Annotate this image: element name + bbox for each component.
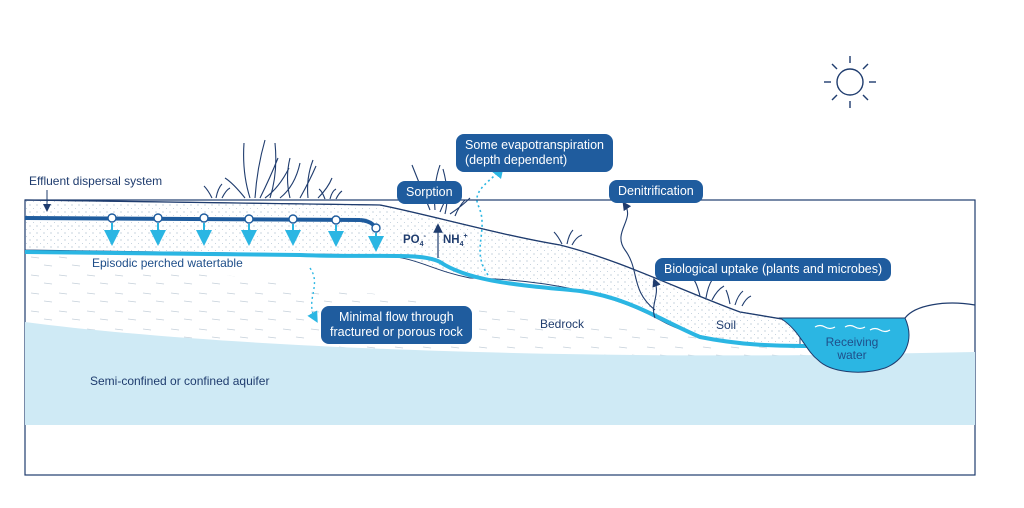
soil-label: Soil: [716, 318, 737, 332]
phosphate-label: PO4-: [403, 233, 426, 249]
emitters: [107, 213, 381, 233]
effluent-dispersal-label: Effluent dispersal system: [29, 174, 163, 188]
denitrification-callout: Denitrification: [609, 180, 703, 203]
biological-uptake-callout: Biological uptake (plants and microbes): [655, 258, 892, 281]
receiving-water-basin: [778, 317, 910, 373]
aquifer-layer: [25, 322, 975, 425]
ammonium-label: NH4+: [443, 233, 468, 249]
receiving-water-line2: water: [837, 348, 867, 362]
sun-icon: [824, 56, 876, 108]
minimal-flow-callout: Minimal flow through fractured or porous…: [321, 306, 472, 344]
effluent-pipe: [24, 216, 361, 222]
evapotranspiration-line1: Some evapotranspiration: [465, 138, 604, 152]
evapotranspiration-line2: (depth dependent): [465, 153, 568, 167]
dotted-arrow-up-icon: [476, 165, 505, 276]
aquifer-label: Semi-confined or confined aquifer: [90, 374, 270, 388]
bedrock-label: Bedrock: [540, 317, 585, 331]
receiving-water-line1: Receiving: [825, 335, 879, 349]
evapotranspiration-callout: Some evapotranspiration (depth dependent…: [456, 134, 613, 172]
receiving-water-label: Receiving water: [812, 336, 892, 362]
minimal-flow-line2: fractured or porous rock: [330, 325, 463, 339]
minimal-flow-line1: Minimal flow through: [339, 310, 454, 324]
perched-watertable-line: [24, 250, 821, 348]
ground-surface: [24, 199, 801, 323]
perched-watertable-label: Episodic perched watertable: [92, 256, 243, 270]
arrow-down-icon: [104, 223, 384, 252]
sorption-callout: Sorption: [397, 181, 462, 204]
